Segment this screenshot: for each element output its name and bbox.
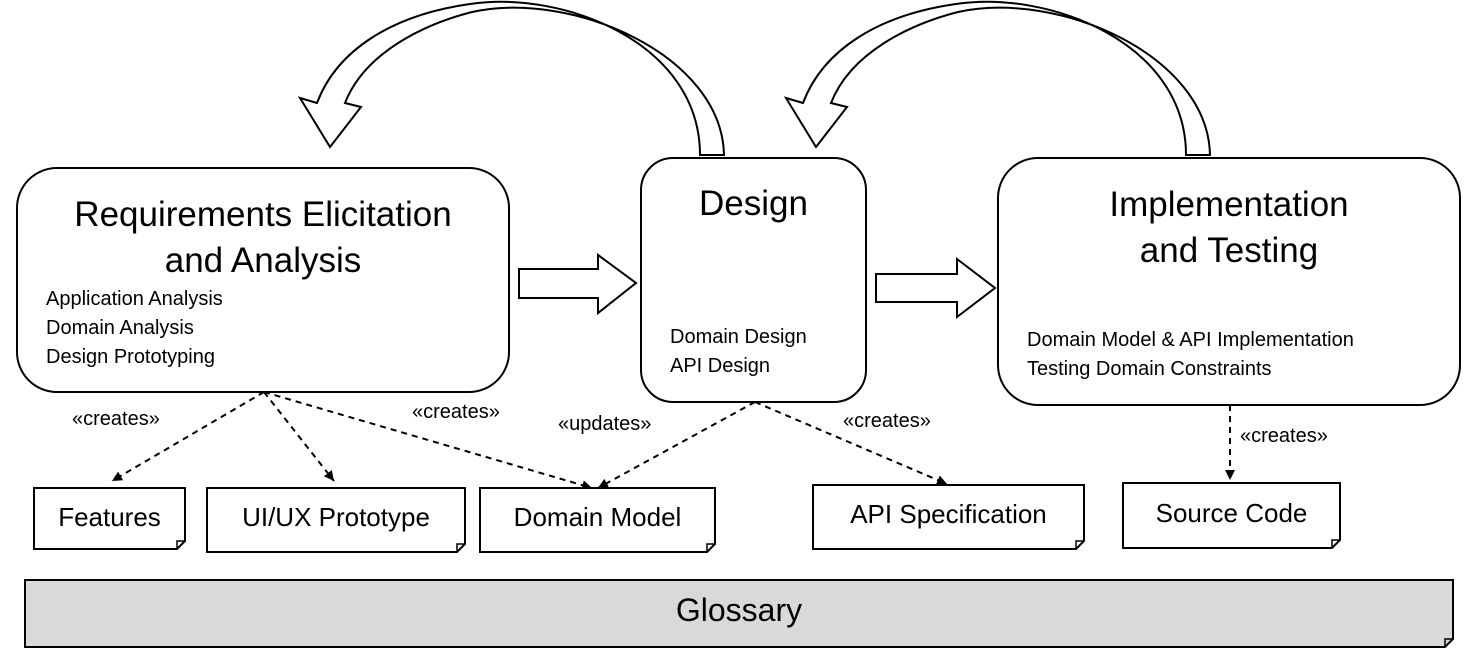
design-phase-title: Design: [641, 181, 866, 227]
dependency-requirements-features: [111, 391, 265, 482]
dependency-requirements-domain-model: [263, 391, 593, 490]
artifact-label-uiux-prototype: UI/UX Prototype: [242, 502, 430, 532]
feedback-arrow-implementation-to-design: [783, 0, 1212, 156]
requirements-phase-title: Requirements Elicitation and Analysis: [17, 192, 509, 284]
artifact-box-api-specification: [812, 484, 1085, 550]
relation-label-impl-creates-source: «creates»: [1240, 425, 1328, 447]
implementation-activity-list: Domain Model & API Implementation Testin…: [1027, 326, 1354, 384]
design-activity-list: Domain Design API Design: [670, 323, 807, 381]
implementation-phase-title: Implementation and Testing: [998, 182, 1460, 274]
requirements-activity-list: Application Analysis Domain Analysis Des…: [46, 285, 223, 372]
artifact-label-domain-model: Domain Model: [513, 502, 682, 532]
glossary-bar: [24, 579, 1454, 648]
glossary-label: Glossary: [675, 592, 803, 628]
relation-label-req-creates-features: «creates»: [72, 408, 160, 430]
artifact-box-domain-model: [479, 487, 716, 553]
implementation-title-line-2: and Testing: [1139, 231, 1319, 270]
requirements-title-line-1: Requirements Elicitation: [74, 195, 452, 234]
artifact-label-api-specification: API Specification: [850, 499, 1047, 529]
artifact-box-features: [33, 487, 186, 550]
flow-arrow-requirements-to-design: [518, 253, 638, 316]
activity-application-analysis: Application Analysis: [46, 288, 223, 310]
implementation-title-line-1: Implementation: [1109, 185, 1349, 224]
relation-label-design-updates-domain: «updates»: [558, 413, 652, 435]
artifact-box-uiux-prototype: [206, 487, 466, 553]
dependency-design-domain-model: [597, 401, 756, 489]
feedback-arrow-design-to-requirements: [297, 0, 726, 156]
artifact-label-source-code: Source Code: [1155, 498, 1308, 528]
activity-domain-model-api-implementation: Domain Model & API Implementation: [1027, 329, 1354, 351]
design-title-line-1: Design: [699, 184, 808, 223]
activity-testing-domain-constraints: Testing Domain Constraints: [1027, 358, 1272, 380]
dependency-design-api-spec: [754, 401, 948, 485]
activity-domain-design: Domain Design: [670, 326, 807, 348]
activity-api-design: API Design: [670, 355, 771, 377]
flow-arrow-design-to-implementation: [875, 256, 997, 320]
artifact-box-source-code: [1122, 482, 1341, 549]
relation-label-req-creates-domain: «creates»: [412, 401, 500, 423]
activity-domain-analysis: Domain Analysis: [46, 317, 194, 339]
activity-design-prototyping: Design Prototyping: [46, 346, 215, 368]
dependency-requirements-uiux: [263, 391, 335, 482]
artifact-label-features: Features: [58, 502, 161, 532]
relation-label-design-creates-api: «creates»: [843, 410, 931, 432]
requirements-title-line-2: and Analysis: [164, 241, 362, 280]
